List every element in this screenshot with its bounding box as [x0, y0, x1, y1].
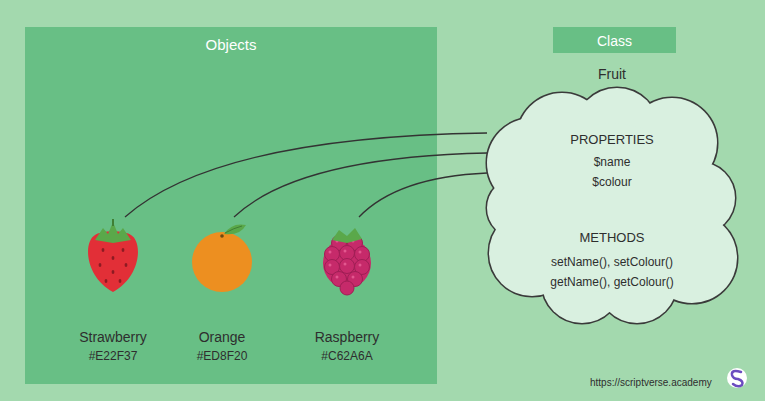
text-row: Orange — [187, 328, 257, 346]
text-row: Objects — [25, 36, 437, 54]
object-name: Raspberry — [315, 329, 380, 345]
instance-link — [359, 173, 487, 217]
text-row: #E22F37 — [74, 346, 152, 364]
objects-panel: ObjectsStrawberry #E22F37 Orange #ED8F20 Ras… — [25, 27, 437, 384]
raspberry-icon — [323, 228, 371, 295]
section-heading: PROPERTIES — [570, 133, 654, 148]
object-name: Orange — [199, 329, 246, 345]
text-row: getName(), getColour() — [487, 272, 737, 290]
method-list: getName(), getColour() — [550, 276, 673, 290]
class-cloud: FruitPROPERTIES$name$colourMETHODSsetNam… — [487, 88, 737, 323]
text-row: setName(), setColour() — [487, 252, 737, 270]
text-row: #C62A6A — [310, 346, 385, 364]
text-row: METHODS — [487, 228, 737, 246]
object-name: Strawberry — [79, 329, 147, 345]
colour-code: #C62A6A — [321, 350, 372, 364]
colour-code: #ED8F20 — [197, 350, 248, 364]
tag-label: Class — [597, 33, 632, 49]
class-tag: Class — [553, 27, 676, 53]
label-row: https://scriptverse.academy — [590, 372, 712, 390]
text-row: Strawberry — [74, 328, 152, 346]
text-row: PROPERTIES — [487, 130, 737, 148]
panel-title: Objects — [206, 36, 257, 53]
site-logo — [727, 368, 747, 388]
property-name: $name — [594, 156, 631, 170]
method-list: setName(), setColour() — [551, 256, 673, 270]
text-row: $colour — [487, 172, 737, 190]
text-row: #ED8F20 — [187, 346, 257, 364]
instance-link — [125, 133, 487, 217]
text-row: $name — [487, 152, 737, 170]
class-name: Fruit — [598, 66, 626, 82]
text-row: Raspberry — [310, 328, 385, 346]
instance-link — [234, 153, 487, 217]
url-label: https://scriptverse.academy — [590, 377, 712, 389]
colour-code: #E22F37 — [89, 350, 138, 364]
orange-icon — [192, 224, 252, 292]
property-name: $colour — [592, 176, 631, 190]
strawberry-icon — [88, 219, 138, 292]
text-row: Fruit — [487, 65, 737, 83]
text-row: Class — [553, 32, 676, 50]
section-heading: METHODS — [580, 231, 645, 246]
